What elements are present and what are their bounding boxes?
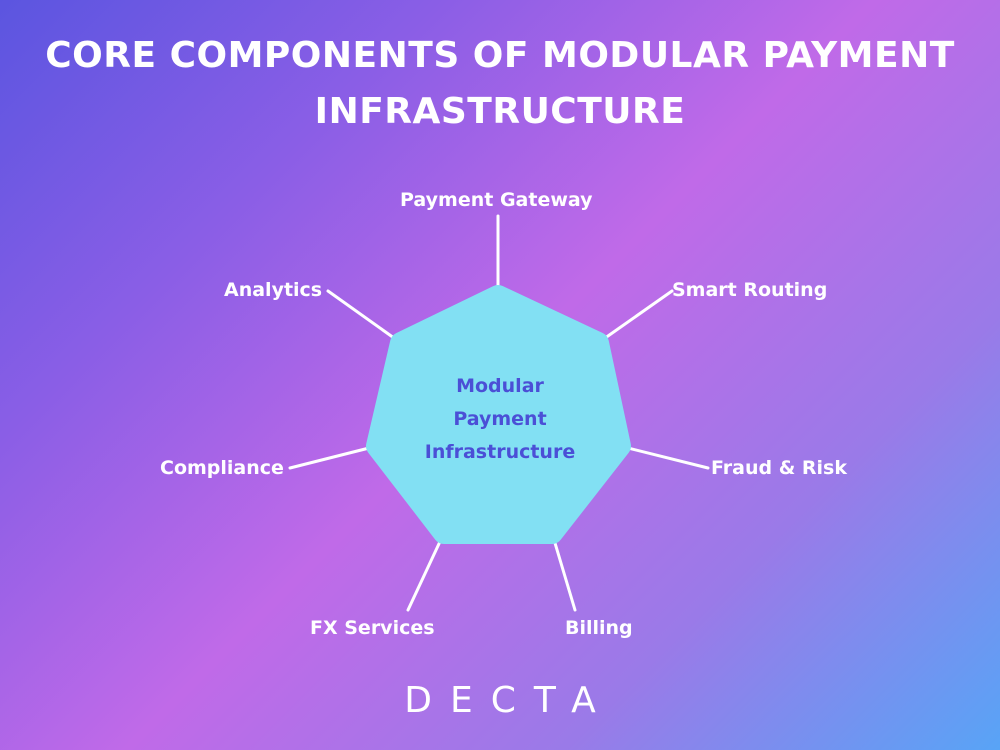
connector-fraud-risk (618, 444, 710, 470)
connector-compliance (288, 444, 379, 470)
center-heptagon (366, 285, 631, 544)
component-smart-routing: Smart Routing (672, 279, 828, 301)
component-analytics: Analytics (224, 279, 323, 301)
component-compliance: Compliance (160, 457, 284, 479)
component-billing: Billing (565, 617, 633, 639)
connector-smart-routing (596, 289, 674, 345)
connector-billing (550, 531, 577, 612)
connector-analytics (326, 289, 403, 345)
decta-logo: DECTA (404, 680, 614, 721)
center-label-line-2: Payment (453, 408, 547, 430)
page-title: CORE COMPONENTS OF MODULAR PAYMENT INFRA… (0, 28, 1000, 140)
title-line-1: CORE COMPONENTS OF MODULAR PAYMENT (45, 35, 955, 76)
component-fraud-risk: Fraud & Risk (711, 457, 847, 479)
center-label-line-3: Infrastructure (424, 441, 576, 463)
title-line-2: INFRASTRUCTURE (314, 91, 686, 132)
component-payment-gateway: Payment Gateway (400, 189, 593, 211)
connector-fx-services (406, 531, 446, 612)
center-label-line-1: Modular (456, 375, 544, 397)
component-fx-services: FX Services (310, 617, 435, 639)
center-label: Modular Payment Infrastructure (400, 370, 600, 469)
